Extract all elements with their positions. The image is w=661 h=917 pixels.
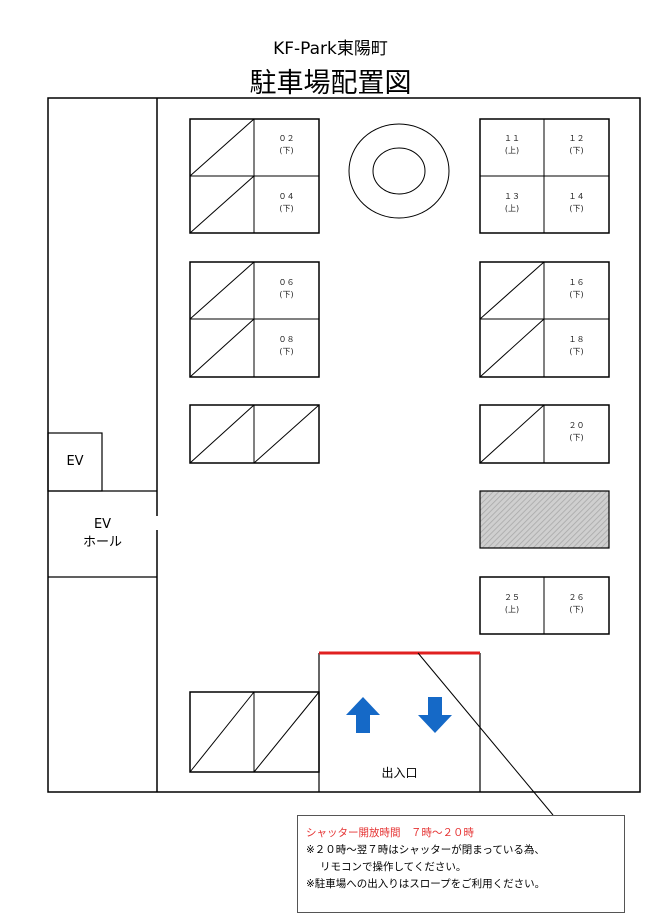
entrance-label: 出入口 <box>381 766 418 780</box>
notice-slope: ※駐車場への出入りはスロープをご利用ください。 <box>306 878 546 890</box>
parking-block-left-3 <box>189 404 320 464</box>
slot-11-label: １１ (上) <box>504 134 520 155</box>
parking-name: KF-Park東陽町 <box>273 39 388 59</box>
turntable-outer <box>348 123 450 219</box>
slot-02-label: ０２ (下) <box>278 134 295 155</box>
parking-block-left-4 <box>189 691 320 773</box>
parking-block-right-3 <box>479 404 610 464</box>
parking-block-left-1 <box>189 118 320 234</box>
slot-13-label: １３ (上) <box>504 192 520 213</box>
arrow-down-icon <box>418 697 452 733</box>
notice-shutter-closed: ※２０時～翌７時はシャッターが閉まっている為、 <box>306 844 545 856</box>
elevator-label: EV <box>66 454 84 469</box>
parking-block-right-4 <box>479 576 610 635</box>
slot-06-label: ０６ (下) <box>278 278 295 299</box>
parking-block-left-2 <box>189 261 320 378</box>
ev-hall-label-1: EV <box>93 517 112 532</box>
slot-08-label: ０８ (下) <box>278 335 295 356</box>
slot-26-label: ２６ (下) <box>568 593 585 614</box>
slot-04-label: ０４ (下) <box>278 192 295 213</box>
page-title: 駐車場配置図 <box>249 68 412 99</box>
unavailable-area <box>479 490 610 549</box>
notice-remote: リモコンで操作してください。 <box>320 861 467 873</box>
arrow-up-icon <box>346 697 380 733</box>
notice-box: シャッター開放時間 ７時～２０時 ※２０時～翌７時はシャッターが閉まっている為、… <box>297 815 625 913</box>
slot-18-label: １８ (下) <box>568 335 585 356</box>
shutter-hours: シャッター開放時間 ７時～２０時 <box>306 827 474 839</box>
parking-block-right-2 <box>479 261 610 378</box>
slot-20-label: ２０ (下) <box>568 421 585 442</box>
slot-14-label: １４ (下) <box>568 192 585 213</box>
slot-16-label: １６ (下) <box>568 278 585 299</box>
slot-12-label: １２ (下) <box>568 134 585 155</box>
turntable-inner <box>372 147 426 195</box>
parking-block-right-1 <box>479 118 610 234</box>
callout-pointer <box>417 652 554 816</box>
slot-25-label: ２５ (上) <box>504 593 520 614</box>
ev-hall-label-2: ホール <box>82 535 122 550</box>
